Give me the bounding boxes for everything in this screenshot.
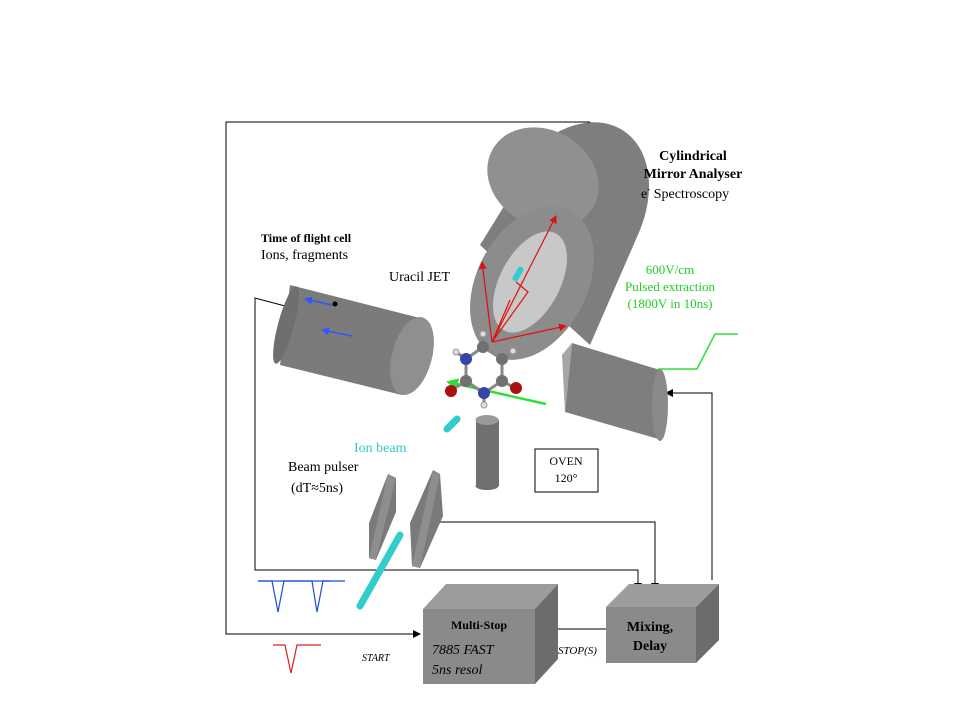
multi-stop-model: 7885 FAST xyxy=(432,643,495,658)
mixing-delay-line2: Delay xyxy=(633,639,667,654)
cma-label-line2: Mirror Analyser xyxy=(644,167,743,182)
oven-nozzle xyxy=(475,415,499,490)
multi-stop-title: Multi-Stop xyxy=(451,618,507,632)
cma-label-rest: Spectroscopy xyxy=(650,187,729,202)
extraction-electrode xyxy=(562,343,668,441)
beam-pulser-label-line1: Beam pulser xyxy=(288,460,359,475)
mixing-delay-line1: Mixing, xyxy=(627,620,673,635)
stops-label: STOP(S) xyxy=(558,645,597,657)
multi-stop-resolution: 5ns resol xyxy=(432,663,483,678)
extraction-pulse-icon xyxy=(658,333,738,370)
multi-stop-box xyxy=(423,584,558,684)
tof-label-line2: Ions, fragments xyxy=(261,248,348,263)
extraction-label-line3: (1800V in 10ns) xyxy=(628,296,713,311)
cylindrical-mirror-analyser xyxy=(470,122,650,360)
extraction-label-line2: Pulsed extraction xyxy=(625,279,715,294)
start-signal-icon xyxy=(273,644,321,674)
beam-pulser xyxy=(369,470,443,568)
oven-label-line2: 120° xyxy=(555,471,578,485)
beam-pulser-label-line2: (dT≈5ns) xyxy=(291,481,343,496)
mixing-delay-box xyxy=(606,584,719,663)
cma-label-sup: - xyxy=(647,184,650,194)
extraction-label-line1: 600V/cm xyxy=(646,262,694,277)
oven-label-line1: OVEN xyxy=(549,454,583,468)
cma-label-line3: e- Spectroscopy xyxy=(641,184,729,202)
cma-label-e: e xyxy=(641,187,647,202)
ion-beam xyxy=(356,415,461,610)
tof-cell xyxy=(273,285,434,395)
tof-label-line1: Time of flight cell xyxy=(261,231,352,245)
uracil-molecule-icon xyxy=(445,330,522,409)
stop-signal-icon xyxy=(258,580,345,613)
uracil-jet-label: Uracil JET xyxy=(389,270,450,285)
start-label: START xyxy=(362,653,391,664)
oven-label-box xyxy=(534,448,599,493)
ion-beam-label: Ion beam xyxy=(354,441,407,456)
wiring xyxy=(225,121,713,638)
cma-label-line1: Cylindrical xyxy=(659,149,727,164)
